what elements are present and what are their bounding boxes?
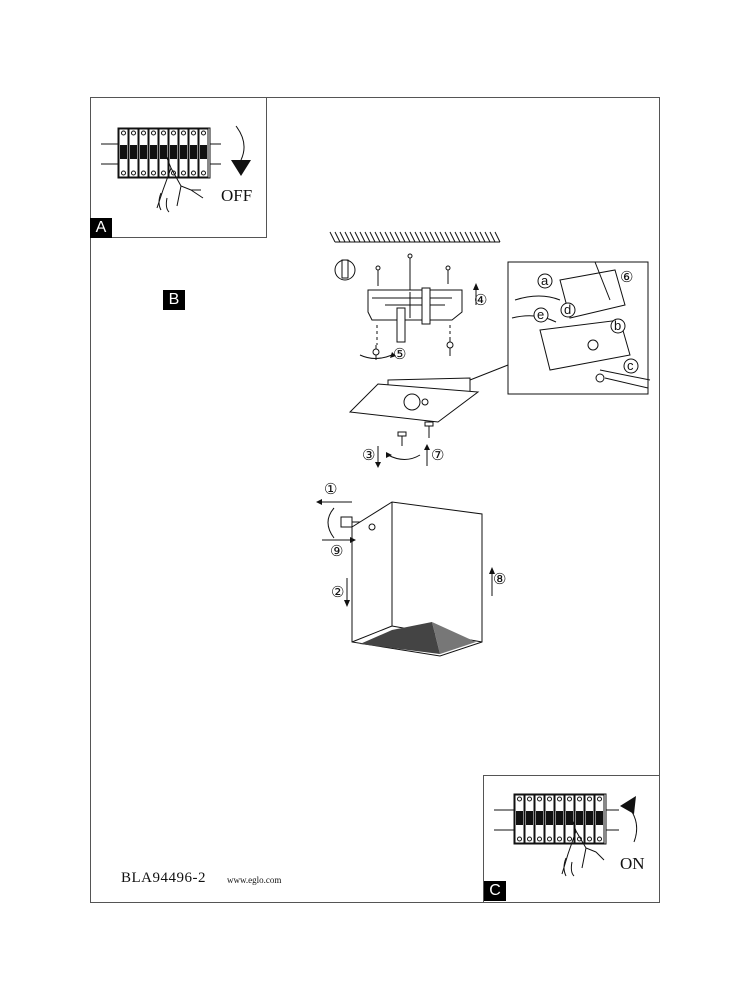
step-number-4: ④ <box>474 292 487 309</box>
canopy-plate <box>348 377 480 423</box>
wire-label-c: c <box>627 358 634 373</box>
panel-a-tag: A <box>90 218 112 238</box>
website-link[interactable]: www.eglo.com <box>227 875 282 885</box>
step-number-8: ⑧ <box>493 571 506 588</box>
luminaire-cube <box>351 501 483 657</box>
wire-label-e: e <box>537 307 544 322</box>
step-number-7: ⑦ <box>431 447 444 464</box>
step-number-5: ⑤ <box>393 346 406 363</box>
breaker-off-illustration <box>101 125 251 213</box>
hand-icon <box>156 152 204 213</box>
rotation-arrow-icon <box>231 125 251 176</box>
hand-icon <box>561 813 605 877</box>
step-number-9: ⑨ <box>330 543 343 560</box>
panel-c-tag: C <box>484 881 506 901</box>
circuit-breaker-icon <box>117 127 211 179</box>
step-number-2: ② <box>331 584 344 601</box>
wire-label-a: a <box>541 273 549 288</box>
step-number-1: ① <box>324 481 337 498</box>
circuit-breaker-icon <box>513 793 607 845</box>
step-number-6: ⑥ <box>620 269 633 286</box>
breaker-on-illustration <box>494 793 638 877</box>
power-on-label: ON <box>620 854 645 873</box>
instruction-page-frame <box>90 97 660 903</box>
mounting-bracket <box>367 287 463 343</box>
wire-label-d: d <box>564 302 571 317</box>
wiring-detail-inset <box>507 261 651 395</box>
power-off-label: OFF <box>221 186 253 205</box>
wall-anchor-icon <box>334 259 356 281</box>
screw-icon <box>375 253 451 295</box>
screw-icon <box>340 516 360 528</box>
rotation-arrow-icon <box>620 796 638 843</box>
wire-label-b: b <box>614 318 621 333</box>
panel-b-tag: B <box>163 290 185 310</box>
step-number-3: ③ <box>362 447 375 464</box>
document-code: BLA94496-2 <box>121 870 206 886</box>
panel-c-power-on <box>483 775 660 903</box>
screw-icon <box>397 421 434 446</box>
ceiling-hatch-icon <box>329 231 501 243</box>
panel-a-power-off <box>90 97 267 238</box>
